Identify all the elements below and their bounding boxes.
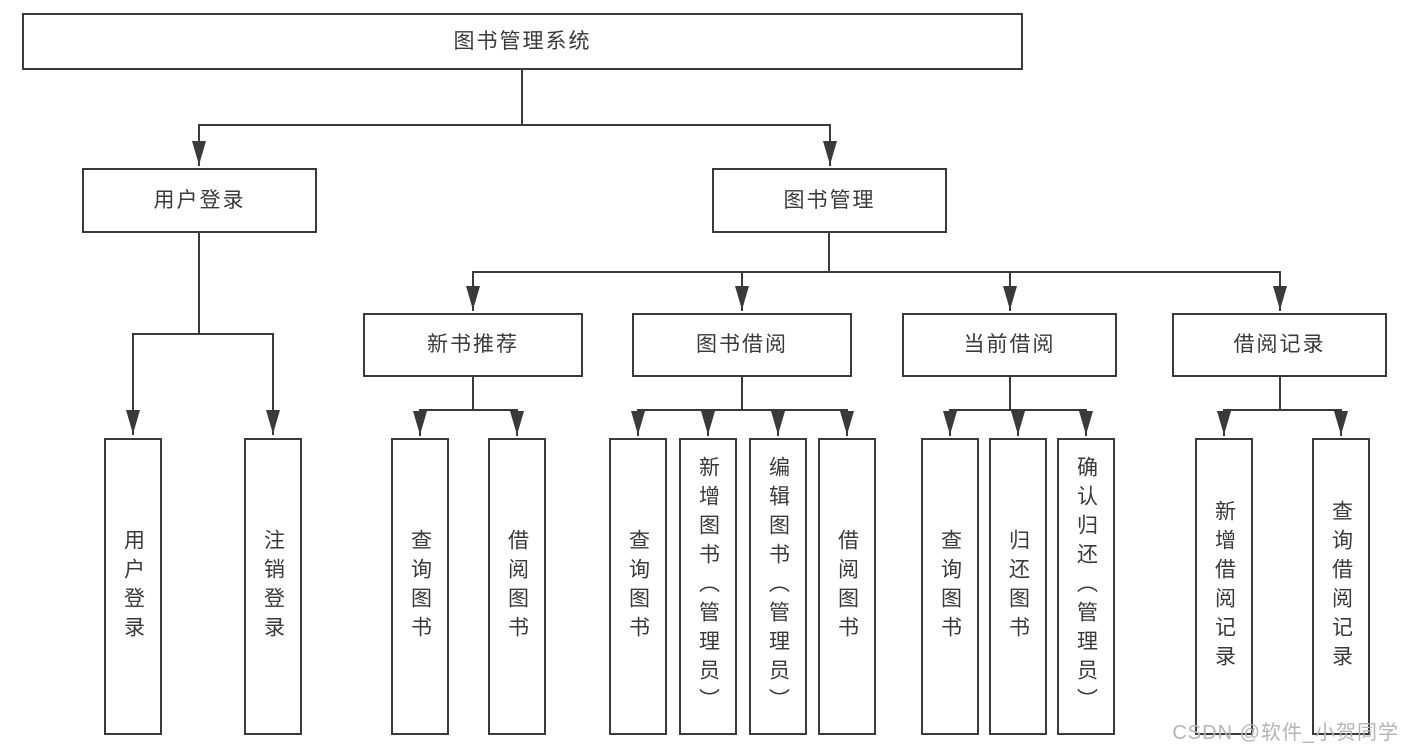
node-borrowing-records: 借阅记录 xyxy=(1172,313,1387,377)
leaf-user-login: 用户登录 xyxy=(104,438,162,735)
node-label: 新增借阅记录 xyxy=(1212,499,1236,674)
leaf-logout: 注销登录 xyxy=(244,438,302,735)
node-label: 借阅图书 xyxy=(505,528,529,645)
node-label: 新增图书（管理员） xyxy=(696,456,720,717)
node-label: 查询借阅记录 xyxy=(1329,499,1353,674)
node-label: 注销登录 xyxy=(261,528,285,645)
leaf-return-book: 归还图书 xyxy=(989,438,1047,735)
node-book-management: 图书管理 xyxy=(712,168,947,233)
leaf-edit-book-admin: 编辑图书（管理员） xyxy=(749,438,807,735)
leaf-query-book-borrowing: 查询图书 xyxy=(609,438,667,735)
node-label: 图书管理系统 xyxy=(453,29,592,53)
node-label: 确认归还（管理员） xyxy=(1074,456,1098,717)
node-label: 借阅记录 xyxy=(1233,333,1326,357)
node-book-borrowing: 图书借阅 xyxy=(632,313,852,377)
leaf-confirm-return-admin: 确认归还（管理员） xyxy=(1057,438,1115,735)
leaf-borrow-book-recommend: 借阅图书 xyxy=(488,438,546,735)
csdn-watermark: CSDN @软件_小贺同学 xyxy=(1172,722,1399,744)
node-user-login-branch: 用户登录 xyxy=(82,168,317,233)
node-label: 借阅图书 xyxy=(835,528,859,645)
leaf-query-book-recommend: 查询图书 xyxy=(391,438,449,735)
node-label: 当前借阅 xyxy=(963,333,1056,357)
node-new-book-recommend: 新书推荐 xyxy=(363,313,583,377)
leaf-query-borrow-record: 查询借阅记录 xyxy=(1312,438,1370,735)
node-label: 新书推荐 xyxy=(427,333,519,357)
leaf-query-book-current: 查询图书 xyxy=(921,438,979,735)
node-label: 图书管理 xyxy=(783,188,876,212)
leaf-borrow-book: 借阅图书 xyxy=(818,438,876,735)
leaf-add-book-admin: 新增图书（管理员） xyxy=(679,438,737,735)
node-root-system: 图书管理系统 xyxy=(22,13,1023,70)
node-label: 查询图书 xyxy=(408,528,432,645)
node-label: 查询图书 xyxy=(626,528,650,645)
leaf-add-borrow-record: 新增借阅记录 xyxy=(1195,438,1253,735)
node-label: 编辑图书（管理员） xyxy=(766,456,790,717)
node-label: 用户登录 xyxy=(153,188,246,212)
node-label: 用户登录 xyxy=(121,528,145,645)
node-label: 归还图书 xyxy=(1006,528,1030,645)
node-current-borrowing: 当前借阅 xyxy=(902,313,1117,377)
node-label: 图书借阅 xyxy=(696,333,788,357)
node-label: 查询图书 xyxy=(938,528,962,645)
